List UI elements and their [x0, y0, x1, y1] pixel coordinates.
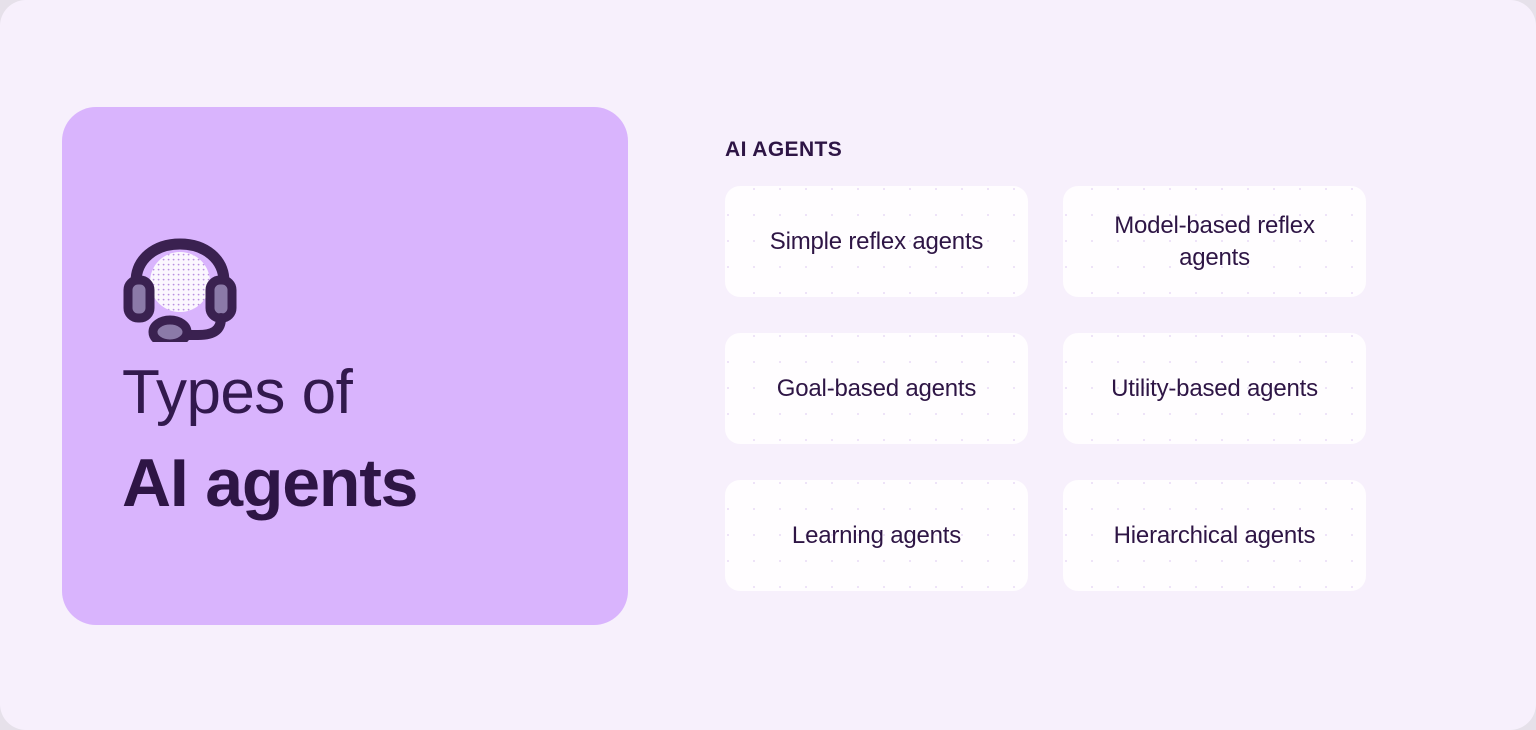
- agent-card-label: Goal-based agents: [776, 374, 977, 402]
- agent-card-hierarchical[interactable]: Hierarchical agents: [1063, 480, 1366, 591]
- agent-card-label: Learning agents: [791, 521, 962, 549]
- agents-grid: Simple reflex agents Model-based reflex …: [725, 186, 1366, 591]
- hero-panel: Types of AI agents: [62, 107, 628, 625]
- section-label-ai-agents: AI AGENTS: [725, 138, 843, 161]
- agent-card-goal-based[interactable]: Goal-based agents: [725, 333, 1028, 444]
- agent-card-label: Model-based reflex agents: [1114, 211, 1315, 271]
- agent-card-utility-based[interactable]: Utility-based agents: [1063, 333, 1366, 444]
- hero-content: Types of AI agents: [122, 238, 608, 519]
- hero-title-line-2: AI agents: [122, 444, 418, 521]
- agent-card-label: Utility-based agents: [1111, 374, 1318, 402]
- agents-section: AI AGENTS Simple reflex agents Model-bas…: [725, 139, 1366, 591]
- agent-card-learning[interactable]: Learning agents: [725, 480, 1028, 591]
- headset-icon: [123, 238, 237, 342]
- agent-card-model-based-reflex[interactable]: Model-based reflex agents: [1063, 186, 1366, 297]
- hero-title-line-1: Types of: [122, 358, 353, 427]
- agent-card-simple-reflex[interactable]: Simple reflex agents: [725, 186, 1028, 297]
- agent-card-label: Hierarchical agents: [1113, 521, 1316, 549]
- agent-card-label: Simple reflex agents: [769, 227, 984, 255]
